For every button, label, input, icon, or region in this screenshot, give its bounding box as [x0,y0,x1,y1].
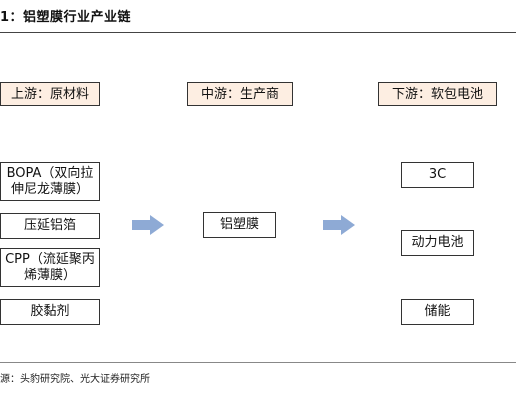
downstream-item-energy-storage-label: 储能 [424,304,451,319]
upstream-item-bopa-label: BOPA（双向拉伸尼龙薄膜） [6,165,94,197]
bottom-divider [0,362,516,363]
downstream-item-energy-storage: 储能 [401,299,474,325]
top-divider [0,32,516,33]
midstream-item-label: 铝塑膜 [219,217,259,232]
stage-midstream: 中游：生产商 [187,82,293,106]
upstream-item-adhesive-label: 胶黏剂 [30,304,70,319]
downstream-item-power-battery-label: 动力电池 [411,235,464,250]
upstream-item-cpp-label: CPP（流延聚丙烯薄膜） [5,251,95,283]
flow-arrow-icon [132,215,164,235]
upstream-item-cpp: CPP（流延聚丙烯薄膜） [0,248,100,287]
upstream-item-aluminum-foil: 压延铝箔 [0,213,100,239]
figure-title: 1：铝塑膜行业产业链 [0,10,132,25]
source-note: 源：头豹研究院、光大证券研究所 [0,374,150,385]
flow-arrow-icon [323,215,355,235]
upstream-item-bopa: BOPA（双向拉伸尼龙薄膜） [0,162,100,201]
upstream-item-aluminum-foil-label: 压延铝箔 [23,218,76,233]
stage-downstream: 下游：软包电池 [378,82,497,106]
upstream-item-adhesive: 胶黏剂 [0,299,100,325]
stage-upstream: 上游：原材料 [0,82,100,106]
downstream-item-3c: 3C [401,162,474,188]
midstream-item-aluminum-plastic-film: 铝塑膜 [203,212,276,238]
downstream-item-3c-label: 3C [428,167,447,182]
downstream-item-power-battery: 动力电池 [401,230,474,256]
